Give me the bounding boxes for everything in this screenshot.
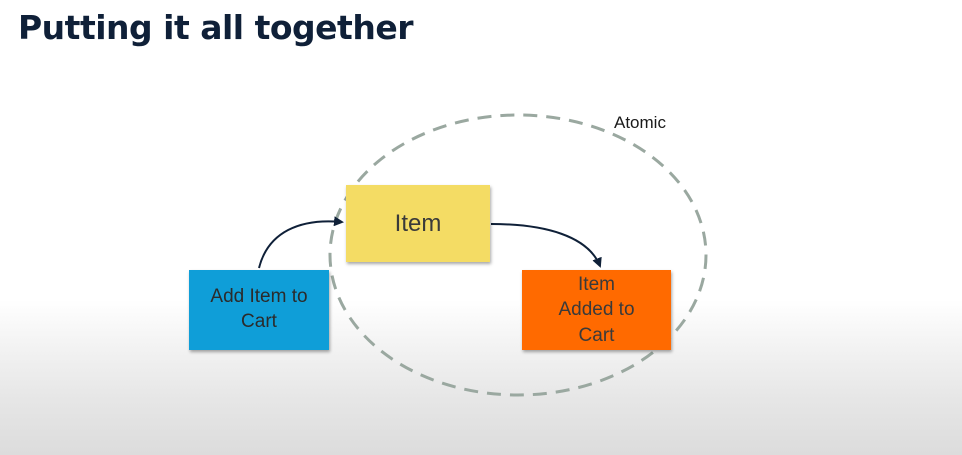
event-node-label: Item Added to Cart [558, 273, 635, 346]
event-node-item-added-to-cart: Item Added to Cart [522, 270, 671, 350]
arrow-command-to-aggregate [258, 216, 344, 269]
slide-title: Putting it all together [18, 8, 413, 47]
atomic-scope-boundary [328, 113, 708, 397]
command-node-label: Add Item to Cart [210, 286, 308, 332]
aggregate-node-label: Item [394, 209, 442, 237]
command-node-add-item-to-cart: Add Item to Cart [189, 270, 329, 350]
atomic-scope-label: Atomic [614, 113, 666, 132]
arrow-aggregate-to-event [490, 223, 602, 268]
aggregate-node-item: Item [346, 185, 490, 262]
